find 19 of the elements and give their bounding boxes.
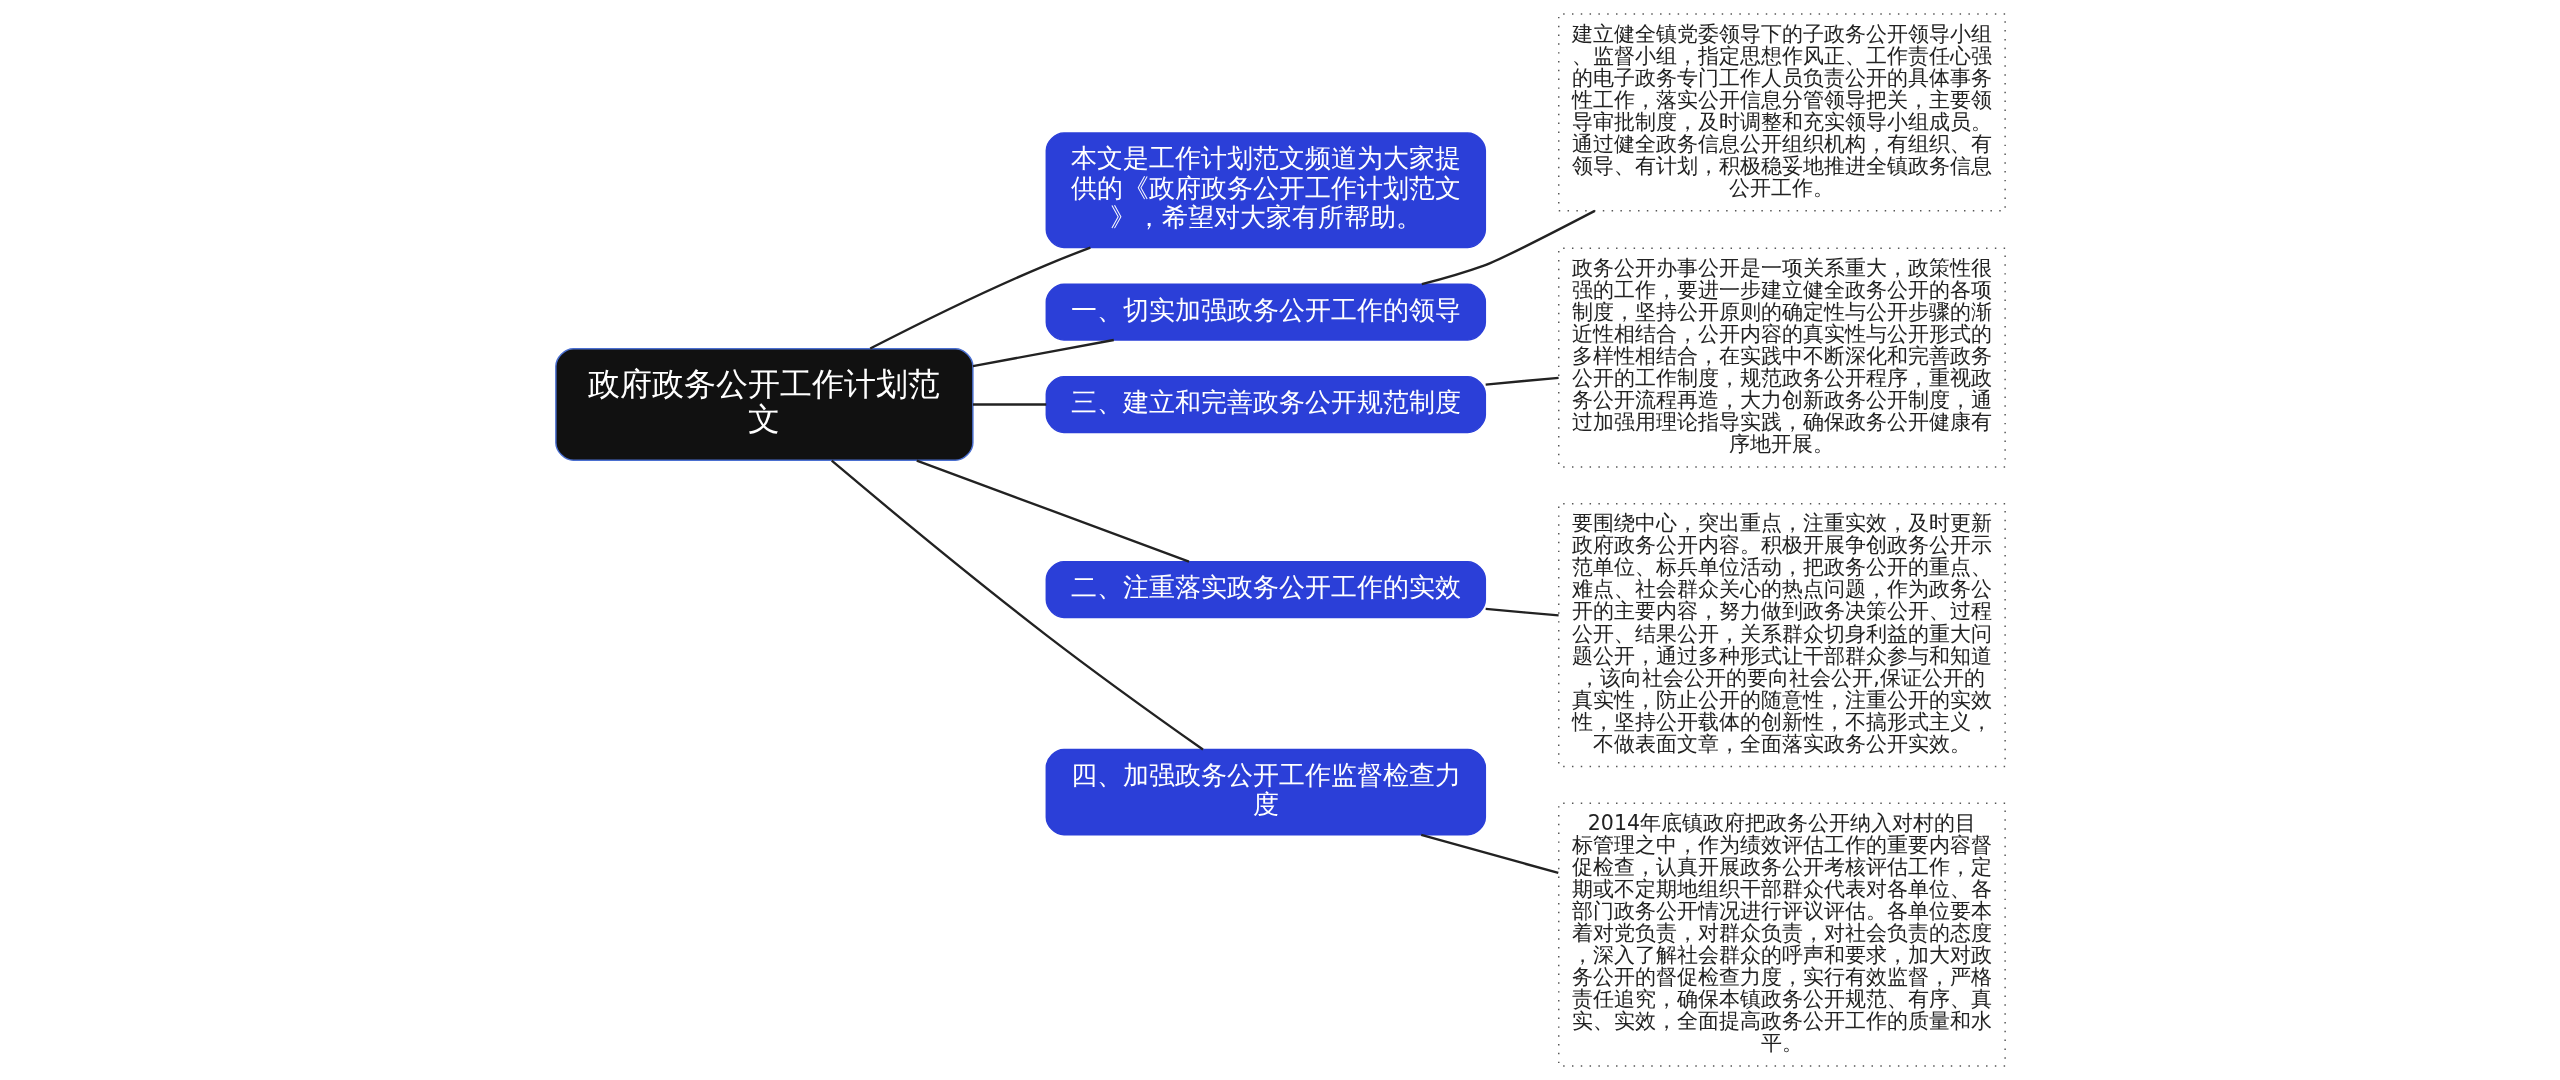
node-box: 四、加强政务公开工作监督检查力度 bbox=[1045, 748, 1486, 836]
connector bbox=[869, 246, 1091, 350]
node-box: 三、建立和完善政务公开规范制度 bbox=[1045, 375, 1486, 434]
connector bbox=[972, 338, 1114, 368]
connector bbox=[1485, 607, 1559, 617]
node-box: 政府政务公开工作计划范文 bbox=[554, 348, 974, 462]
connector bbox=[915, 459, 1189, 563]
connector bbox=[1420, 833, 1559, 875]
node-box: 政务公开办事公开是一项关系重大，政策性很强的工作，要进一步建立健全政务公开的各项制度，坚持公开原则的确定性与公开步骤的渐近性相结合，公开内容的真实性与公开形式的多样性相结合，在实践中不断深化和完善政务公开的工作制度，规范政务公开程序，重视政务公开流程再造，大力创新政务公开制度，通过加强用理论指导实践，确保政务公开健康有序地开展。 bbox=[1557, 247, 2006, 468]
connector bbox=[830, 459, 1204, 751]
connector bbox=[972, 403, 1046, 406]
connector bbox=[1485, 376, 1559, 386]
node-box: 建立健全镇党委领导下的子政务公开领导小组、监督小组，指定思想作风正、工作责任心强的电子政务专门工作人员负责公开的具体事务性工作，落实公开信息分管领导把关，主要领导审批制度，及时调整和充实领导小组成员。通过健全政务信息公开组织机构，有组织、有领导、有计划，积极稳妥地推进全镇政务信息公开工作。 bbox=[1557, 13, 2006, 212]
node-box: 本文是工作计划范文频道为大家提供的《政府政务公开工作计划范文》，希望对大家有所帮助。 bbox=[1045, 132, 1486, 249]
node-box: 要围绕中心，突出重点，注重实效，及时更新政府政务公开内容。积极开展争创政务公开示范单位、标兵单位活动，把政务公开的重点、难点、社会群众关心的热点问题，作为政务公开的主要内容，努力做到政务决策公开、过程公开、结果公开，关系群众切身利益的重大问题公开，通过多种形式让干部群众参与和知道，该向社会公开的要向社会公开,保证公开的真实性，防止公开的随意性，注重公开的实效性，坚持公开载体的创新性，不搞形式主义，不做表面文章，全面落实政务公开实效。 bbox=[1557, 502, 2006, 768]
node-box: 一、切实加强政务公开工作的领导 bbox=[1045, 283, 1486, 341]
node-box: 2014年底镇政府把政务公开纳入对村的目标管理之中，作为绩效评估工作的重要内容督促检查，认真开展政务公开考核评估工作，定期或不定期地组织干部群众代表对各单位、各部门政务公开情况进行评议评估。各单位要本着对党负责，对群众负责，对社会负责的态度，深入了解社会群众的呼声和要求，加大对政务公开的督促检查力度，实行有效监督，严格责任追究，确保本镇政务公开规范、有序、真实、实效，全面提高政务公开工作的质量和水平。 bbox=[1557, 802, 2006, 1067]
node-box: 二、注重落实政务公开工作的实效 bbox=[1045, 560, 1486, 619]
connector bbox=[1421, 209, 1595, 286]
